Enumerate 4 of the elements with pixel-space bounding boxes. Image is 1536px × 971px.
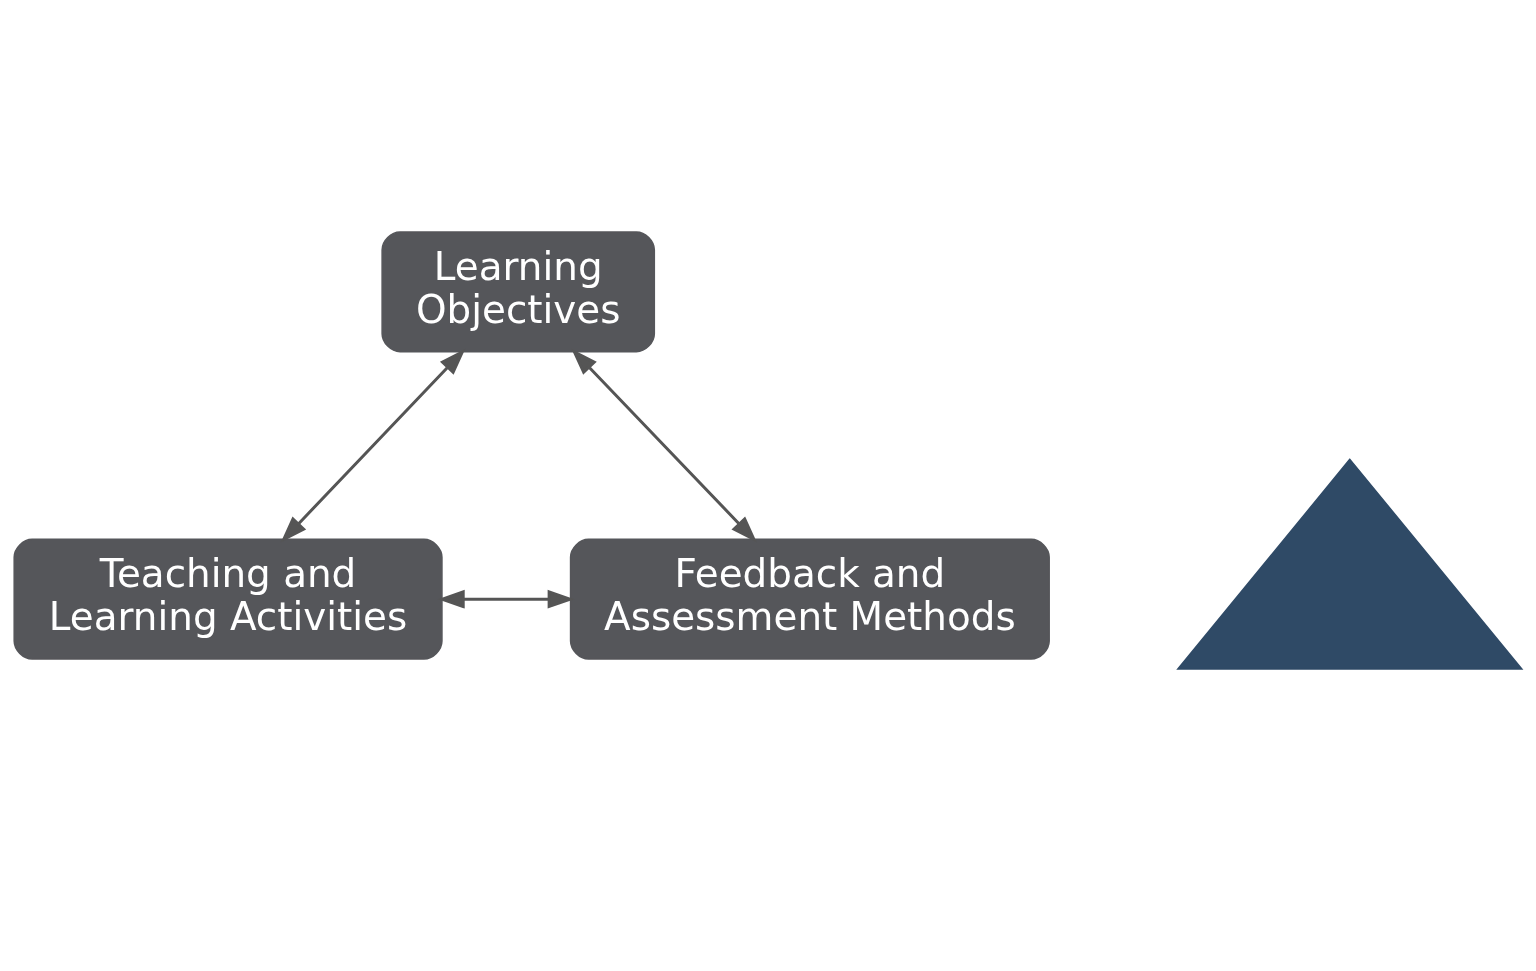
node-box: Learning Objectives [381, 231, 656, 353]
node-triangle [1176, 458, 1524, 670]
node-box: Feedback and Assessment Methods [569, 538, 1050, 660]
node-box: Teaching and Learning Activities [13, 538, 443, 660]
